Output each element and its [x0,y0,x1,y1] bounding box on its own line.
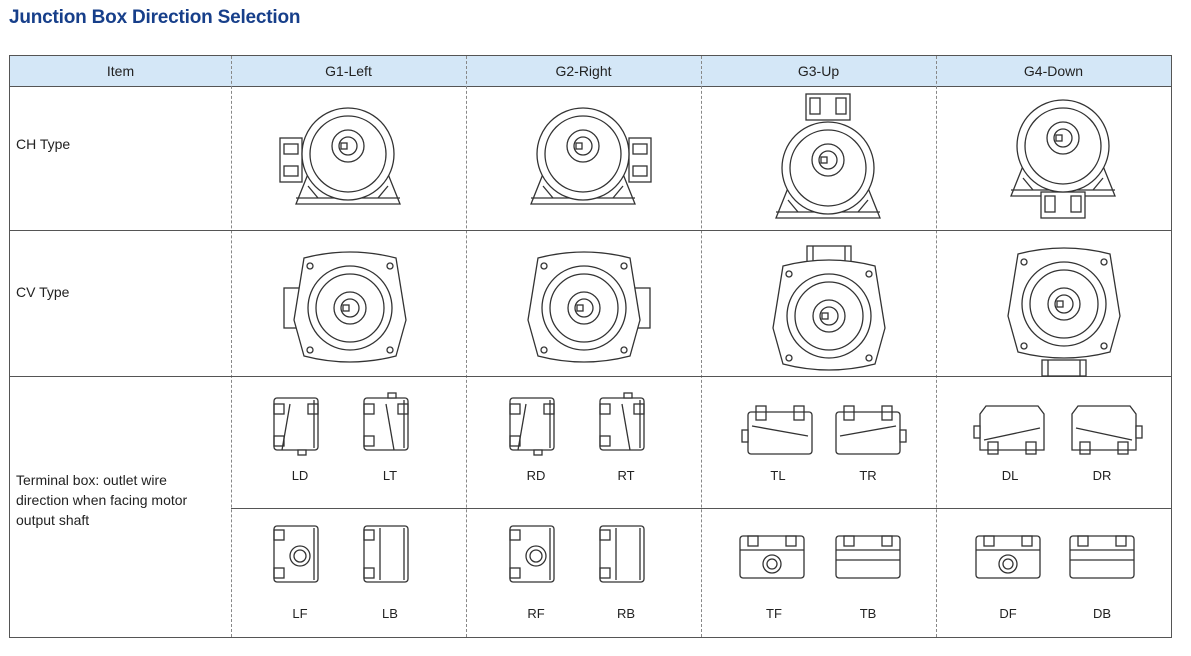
terminal-code-label: DL [1001,468,1019,483]
terminal-box-icon [975,535,1046,586]
terminal-code-label: RT [617,468,635,483]
column-divider [936,56,937,637]
cv-type-motor-icon [996,242,1136,377]
terminal-code-label: LD [291,468,309,483]
row-divider [10,230,1171,231]
ch-type-motor-icon [758,93,898,228]
terminal-box-icon [509,525,560,586]
cv-type-motor-icon [516,246,656,376]
header-item: Item [106,63,135,79]
header-g2-right: G2-Right [555,63,612,79]
column-divider [231,56,232,637]
terminal-box-icon [973,405,1050,456]
terminal-box-icon [509,397,560,458]
terminal-box-icon [741,405,818,456]
ch-type-motor-icon [993,96,1133,219]
header-g3-up: G3-Up [797,63,840,79]
terminal-code-label: TR [859,468,877,483]
row-label-terminal-box: Terminal box: outlet wire direction when… [16,472,188,528]
row-label-ch-type: CH Type [16,136,71,152]
terminal-box-icon [363,392,414,458]
column-divider [701,56,702,637]
terminal-code-label: RF [527,606,545,621]
page-title: Junction Box Direction Selection [9,7,301,28]
terminal-code-label: LB [382,606,398,621]
row-divider [10,376,1171,377]
cv-type-motor-icon [282,246,422,376]
terminal-code-label: RD [526,468,546,483]
terminal-box-icon [273,525,324,586]
terminal-code-label: TF [766,606,782,621]
terminal-code-label: DB [1092,606,1112,621]
row-label-cv-type: CV Type [16,284,70,300]
terminal-code-label: DR [1092,468,1112,483]
row-divider [231,508,1171,509]
terminal-box-icon [273,397,324,458]
terminal-code-label: RB [616,606,636,621]
terminal-box-icon [599,525,650,586]
terminal-box-icon [1069,535,1140,586]
terminal-code-label: DF [999,606,1017,621]
ch-type-motor-icon [278,104,418,214]
header-g1-left: G1-Left [325,63,372,79]
terminal-code-label: TB [859,606,877,621]
terminal-code-label: LT [382,468,398,483]
junction-box-table: Item G1-Left G2-Right G3-Up G4-Down CH T… [9,55,1172,638]
terminal-box-icon [835,405,907,456]
terminal-box-icon [739,535,810,586]
terminal-box-icon [1071,405,1143,456]
cv-type-motor-icon [761,245,901,384]
ch-type-motor-icon [513,104,653,214]
table-header-row: Item G1-Left G2-Right G3-Up G4-Down [10,56,1171,87]
terminal-box-icon [363,525,414,586]
header-g4-down: G4-Down [1023,63,1084,79]
terminal-box-icon [599,392,650,458]
terminal-code-label: TL [770,468,786,483]
column-divider [466,56,467,637]
terminal-code-label: LF [292,606,308,621]
terminal-box-icon [835,535,906,586]
